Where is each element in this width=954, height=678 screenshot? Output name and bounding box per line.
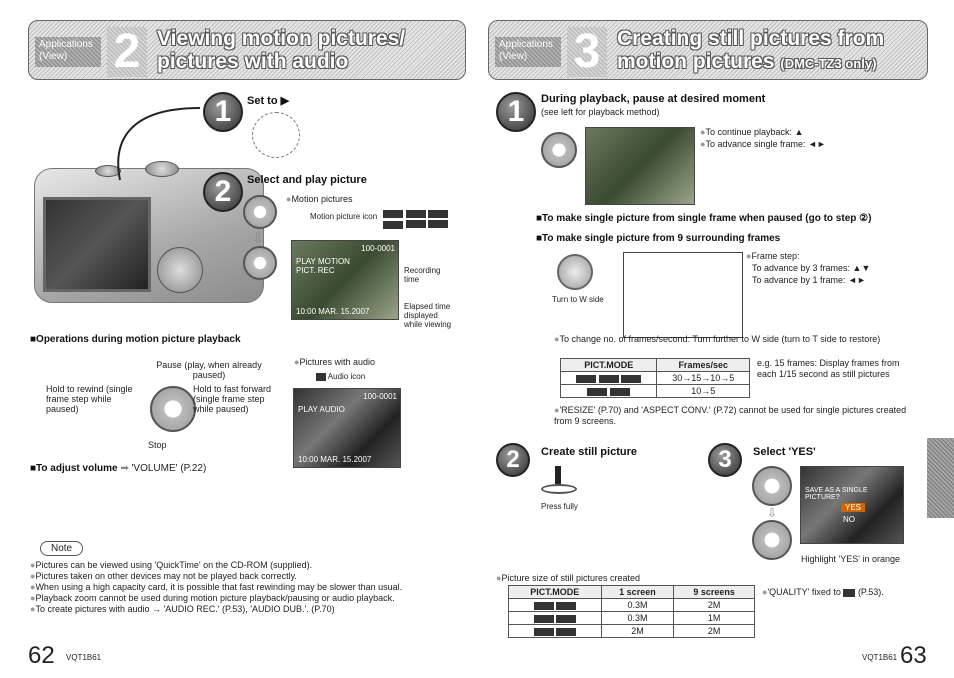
page-title: Viewing motion pictures/ pictures with a… [157,27,406,73]
right-step-2-badge: 2 [496,443,530,477]
section-number: 3 [567,27,607,77]
motion-mode-icons [383,208,449,229]
audio-icon-label: Audio icon [316,372,365,381]
save-confirm-screen: SAVE AS A SINGLE PICTURE? YES NO [800,466,904,544]
down-arrow-icon: ⇩ [767,506,778,520]
mode-dial-icon [252,112,300,158]
right-page-number: 63 [900,642,927,669]
section-index-tab [927,438,954,518]
continue-playback-label: ●To continue playback: ▲ [700,127,804,137]
right-step-1-title: During playback, pause at desired moment [541,93,766,105]
resize-note: ●'RESIZE' (P.70) and 'ASPECT CONV.' (P.7… [554,405,907,426]
right-header: Applications (View) 3 Creating still pic… [488,20,928,80]
section-number: 2 [107,27,147,77]
right-step-3-title: Select 'YES' [753,446,816,458]
zoom-lever-icon [557,254,593,290]
menu-set-icon [752,520,792,560]
cursor-keypad-icon [243,195,277,229]
elapsed-time-label: Elapsed time displayed while viewing [404,302,452,329]
adjust-volume: ■To adjust volume ➡ 'VOLUME' (P.22) [30,463,207,474]
nine-frame-screen [623,252,743,338]
right-step-3-badge: 3 [708,443,742,477]
recording-time-label: Recording time [404,266,441,284]
cursor-keypad-icon-2 [243,246,277,280]
quality-note: ●'QUALITY' fixed to (P.53). [762,587,884,597]
rewind-label: Hold to rewind (single frame step while … [46,384,133,414]
audio-playback-screen: 100-0001 PLAY AUDIO 10:00 MAR. 15.2007 [293,388,401,468]
cursor-buttons [157,247,203,293]
note-item: ●Playback zoom cannot be used during mot… [30,593,395,603]
right-model-code: VQT1B61 [862,653,898,662]
motion-picture-icon-label: Motion picture icon [310,212,378,221]
press-fully-label: Press fully [541,502,578,511]
applications-view-label: Applications (View) [35,37,101,67]
step-2-title: Select and play picture [247,174,367,186]
right-step-2-title: Create still picture [541,446,637,458]
nine-frames-heading: ■To make single picture from 9 surroundi… [536,233,781,244]
step-2-badge: 2 [203,172,243,212]
stop-label: Stop [148,440,167,450]
left-model-code: VQT1B61 [66,653,102,662]
pause-label: Pause (play, when already paused) [156,360,262,380]
picture-size-title: ●Picture size of still pictures created [496,573,640,583]
frame-step-label: ●Frame step: To advance by 3 frames: ▲▼ … [746,251,871,285]
pictures-with-audio-label: ●Pictures with audio [294,357,375,367]
highlight-yes-label: Highlight 'YES' in orange [801,554,900,564]
cursor-keypad-icon [752,466,792,506]
note-item: ●When using a high capacity card, it is … [30,582,403,592]
operations-keypad [150,386,196,432]
step-1-title: Set to ▶ [247,95,290,107]
mode-dial [145,161,179,177]
applications-view-label: Applications (View) [495,37,561,67]
shutter-press-icon [541,466,577,496]
motion-playback-screen: 100-0001 PLAY MOTION PICT. REC 10:00 MAR… [291,240,399,320]
motion-pictures-label: ●Motion pictures [286,194,353,204]
step-1-badge: 1 [203,92,243,132]
left-header: Applications (View) 2 Viewing motion pic… [28,20,466,80]
note-item: ●Pictures taken on other devices may not… [30,571,297,581]
note-item: ●Pictures can be viewed using 'QuickTime… [30,560,313,570]
fast-forward-label: Hold to fast forward (single frame step … [193,384,272,414]
advance-frame-label: ●To advance single frame: ◄► [700,139,826,149]
cursor-keypad-icon [541,132,577,168]
left-page-number: 62 [28,642,55,669]
note-badge: Note [40,541,84,556]
camera-lcd [43,197,151,292]
right-step-1-badge: 1 [496,92,536,132]
shutter-button [95,165,121,177]
note-list: ●Pictures can be viewed using 'QuickTime… [30,560,450,615]
camera-illustration [34,161,264,303]
change-frames-note: ●To change no. of frames/second: Turn fu… [554,334,881,344]
single-frame-heading: ■To make single picture from single fram… [536,213,872,224]
right-step-1-sub: (see left for playback method) [541,107,660,117]
paused-playback-screen [585,127,695,205]
frames-example: e.g. 15 frames: Display frames from each… [757,358,900,379]
note-item: ●To create pictures with audio → 'AUDIO … [30,604,335,614]
down-arrow-icon: ⇩ [252,230,264,246]
page-title: Creating still pictures from motion pict… [617,27,885,73]
operations-title: ■Operations during motion picture playba… [30,334,241,345]
turn-w-label: Turn to W side [552,295,604,304]
